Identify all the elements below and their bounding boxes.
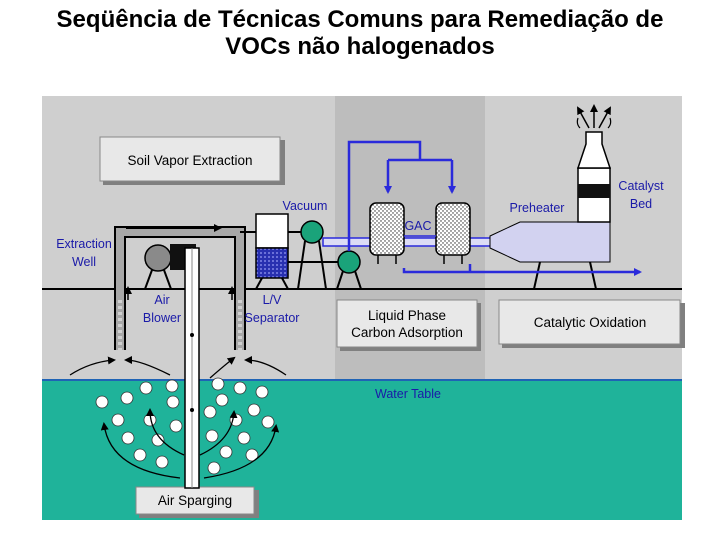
air-sparging-box: Air Sparging <box>135 486 259 518</box>
preheater <box>489 221 611 290</box>
lv-separator-label-line1: L/V <box>263 293 282 307</box>
air-blower-label-line1: Air <box>154 293 169 307</box>
catalyst-stack <box>576 131 612 223</box>
gac-vessel-1 <box>369 202 405 264</box>
air-blower-label-line2: Blower <box>143 311 181 325</box>
extraction-well-label-line1: Extraction <box>56 237 112 251</box>
title-line-1: Seqüência de Técnicas Comuns para Remedi… <box>56 6 664 33</box>
gac-feed-pipe <box>347 140 456 251</box>
lv-separator <box>255 213 289 290</box>
liquid-phase-label-line1: Liquid Phase <box>368 308 446 323</box>
liquid-phase-box: Liquid Phase Carbon Adsorption <box>336 299 481 351</box>
air-bubbles <box>95 377 275 475</box>
effluent-arrow <box>402 264 642 276</box>
vacuum-label: Vacuum <box>283 199 328 213</box>
liquid-pump <box>288 250 362 290</box>
catalyst-label-line1: Catalyst <box>618 179 664 193</box>
exhaust-arrows <box>576 104 612 129</box>
catalytic-oxidation-box: Catalytic Oxidation <box>498 299 685 348</box>
soil-vapor-extraction-label: Soil Vapor Extraction <box>127 153 252 168</box>
soil-vapor-extraction-box: Soil Vapor Extraction <box>99 136 285 185</box>
water-table-label: Water Table <box>375 387 441 401</box>
catalyst-label-line2: Bed <box>630 197 652 211</box>
preheater-label: Preheater <box>510 201 565 215</box>
gac-vessel-2 <box>435 202 471 264</box>
vacuum-pump <box>288 220 327 290</box>
catalytic-oxidation-label: Catalytic Oxidation <box>534 315 647 330</box>
liquid-phase-label-line2: Carbon Adsorption <box>351 325 463 340</box>
sparging-well <box>184 247 200 489</box>
lv-separator-label-line2: Separator <box>245 311 300 325</box>
extraction-well-label-line2: Well <box>72 255 96 269</box>
air-sparging-label: Air Sparging <box>158 493 232 508</box>
gac-label: GAC <box>404 219 431 233</box>
extraction-well-pipes <box>114 224 258 350</box>
title-line-2: VOCs não halogenados <box>225 33 495 60</box>
page-title: Seqüência de Técnicas Comuns para Remedi… <box>0 6 720 60</box>
sparge-flow-arrows <box>100 408 280 479</box>
well-arrows <box>69 286 287 379</box>
